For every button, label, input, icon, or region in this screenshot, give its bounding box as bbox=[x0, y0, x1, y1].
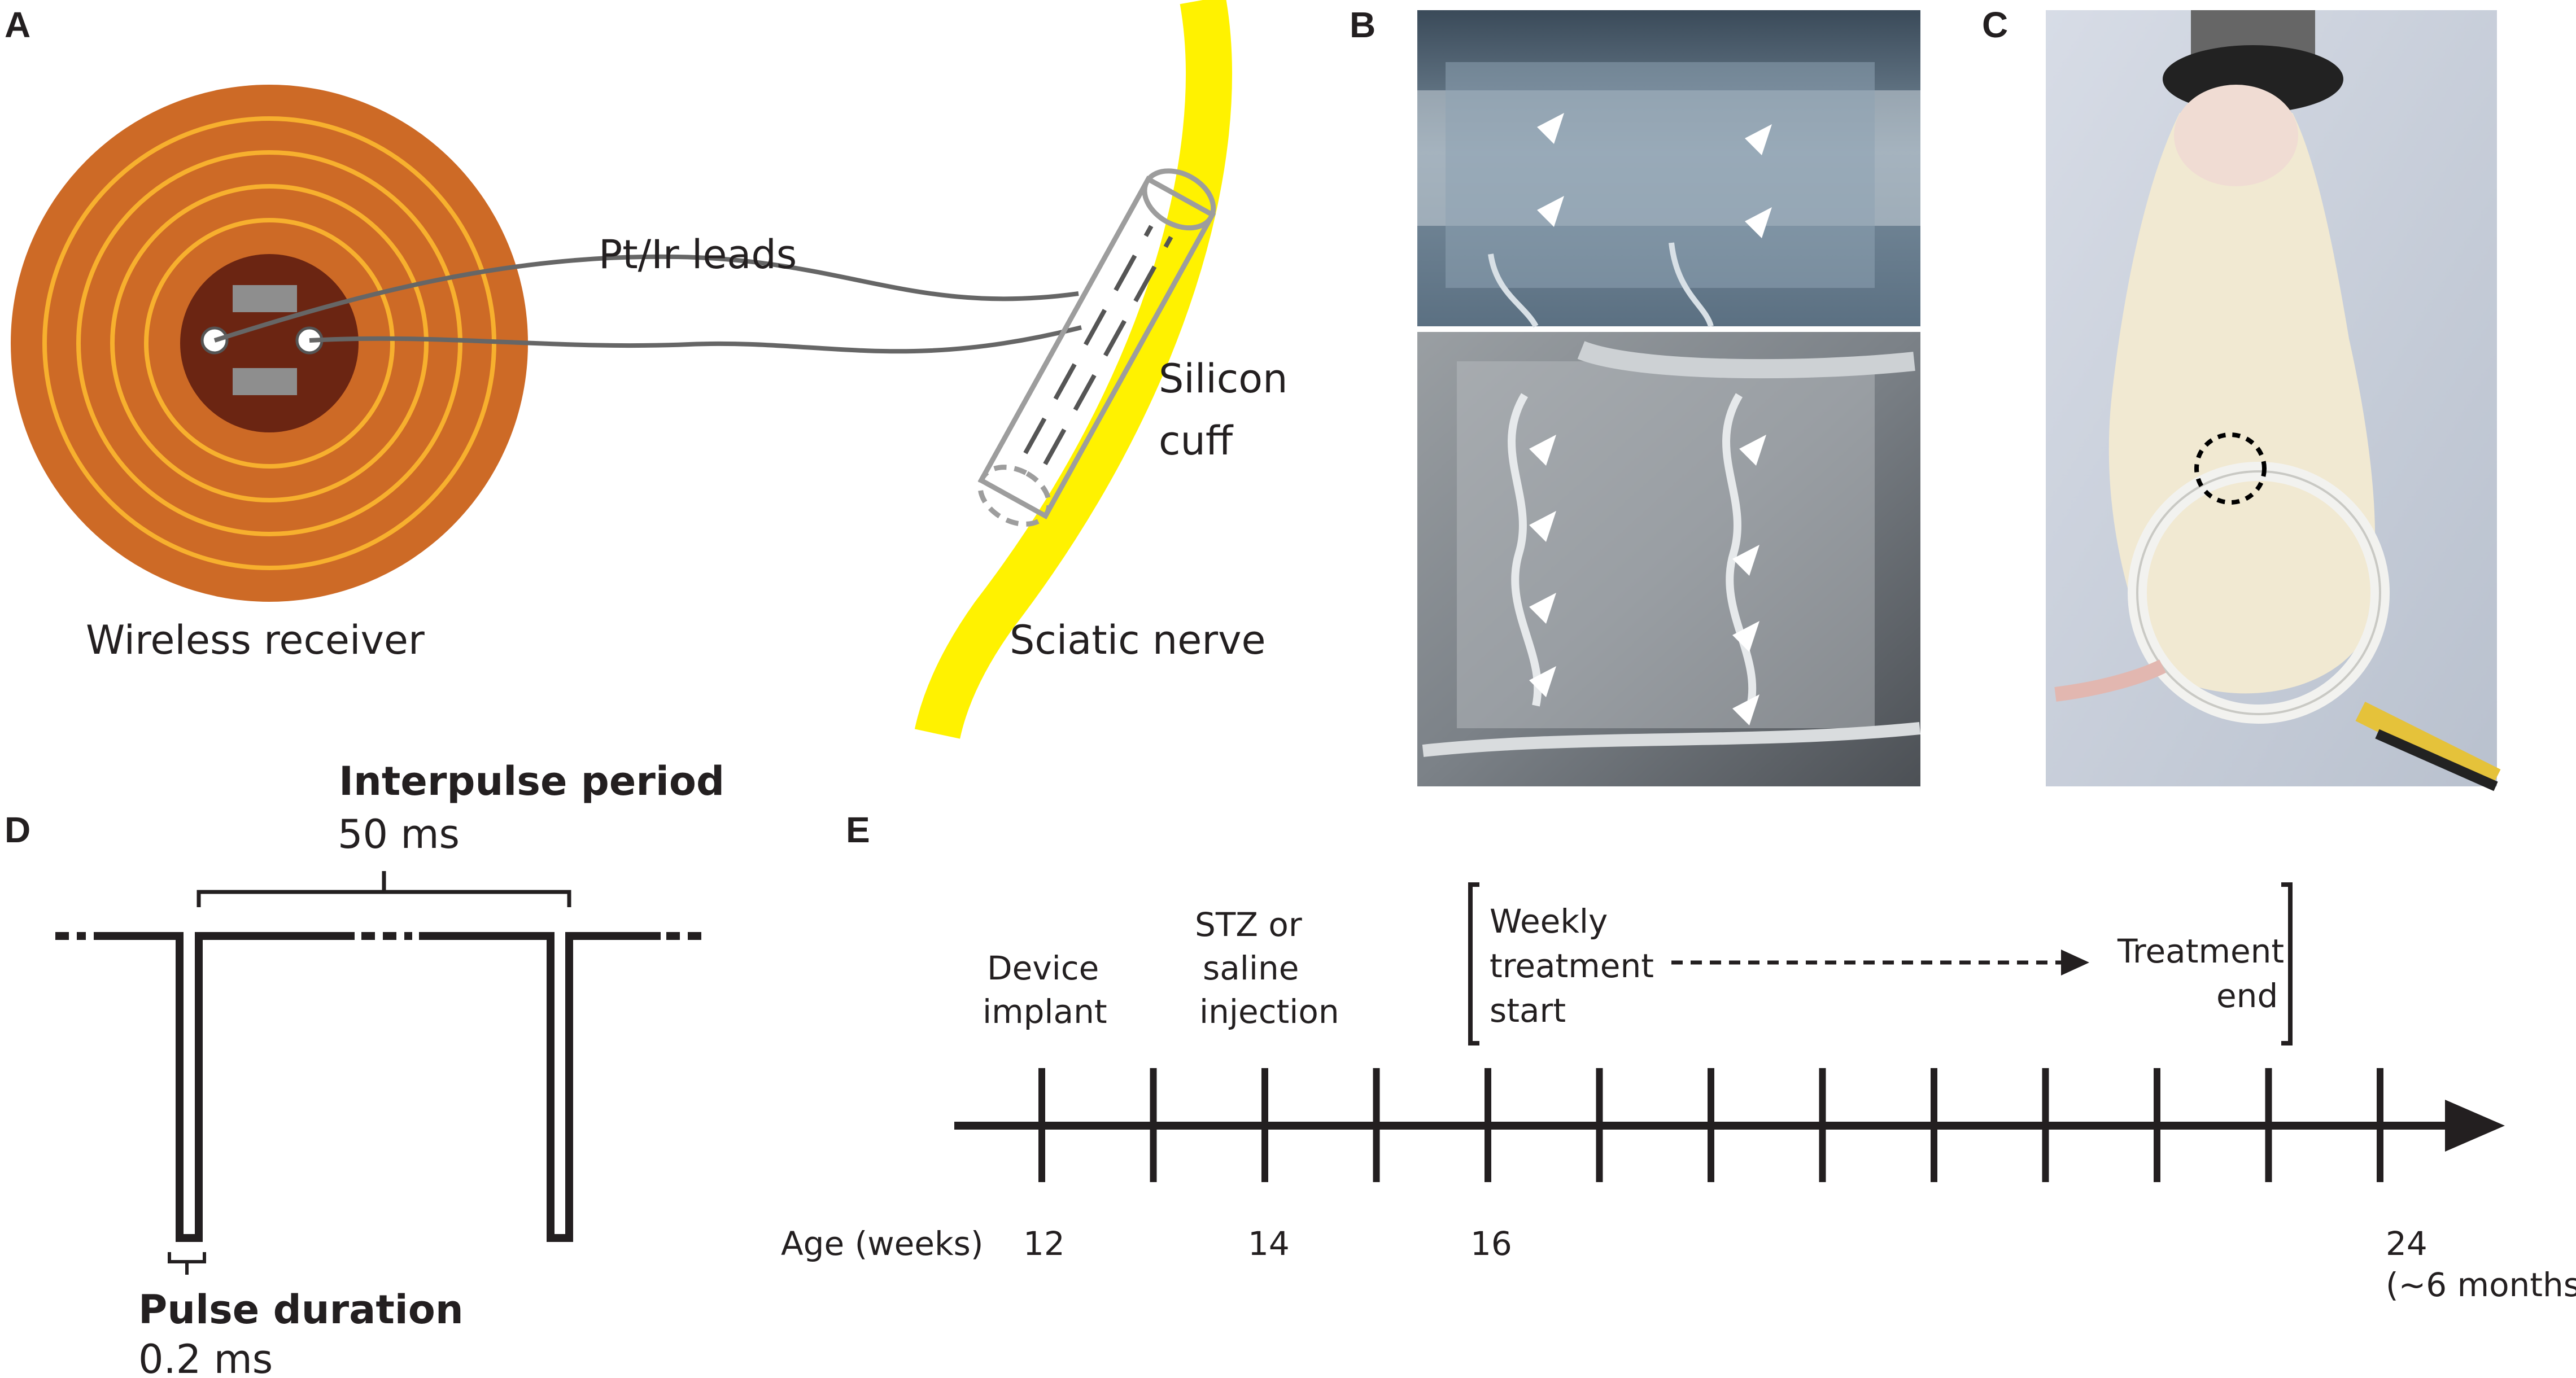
panel-c bbox=[2046, 10, 2501, 791]
treatment-end-bracket bbox=[2281, 882, 2293, 1045]
rat-body bbox=[2108, 113, 2376, 694]
cuff-label: Silicon bbox=[1159, 356, 1287, 402]
panel-d: Interpulse period 50 ms Pulse duration 0… bbox=[55, 758, 724, 1378]
panel-label-c: C bbox=[1982, 5, 2008, 45]
event-label: STZ or bbox=[1195, 905, 1302, 944]
tick-note: (~6 months) bbox=[2386, 1266, 2576, 1304]
tick-label: 12 bbox=[1023, 1224, 1065, 1263]
arrowhead-icon bbox=[1529, 435, 1766, 725]
interpulse-title: Interpulse period bbox=[339, 758, 724, 804]
contact-pad bbox=[233, 368, 297, 395]
cuff-label: cuff bbox=[1159, 418, 1234, 464]
event-label: Treatment bbox=[2117, 932, 2284, 970]
timeline-ticks bbox=[1038, 1068, 2383, 1182]
tick-label: 24 bbox=[2386, 1224, 2427, 1263]
axis-label: Age (weeks) bbox=[781, 1224, 983, 1263]
leads-label: Pt/Ir leads bbox=[599, 231, 797, 278]
event-label: saline bbox=[1203, 949, 1299, 987]
nerve-label: Sciatic nerve bbox=[1010, 617, 1266, 663]
sciatic-nerve bbox=[914, 0, 1232, 740]
arrow-head-icon bbox=[2061, 950, 2089, 975]
duration-bracket bbox=[168, 1252, 206, 1275]
receiver-label: Wireless receiver bbox=[86, 617, 425, 663]
wireless-receiver bbox=[11, 85, 528, 602]
silicon-cuff bbox=[977, 168, 1216, 527]
tick-label: 16 bbox=[1470, 1224, 1512, 1263]
event-label: implant bbox=[983, 992, 1107, 1031]
panel-b bbox=[1417, 10, 1921, 786]
tick-label: 14 bbox=[1248, 1224, 1290, 1263]
panel-e: Device implant STZ or saline injection W… bbox=[781, 882, 2576, 1304]
contact-pad bbox=[233, 285, 297, 312]
panel-label-d: D bbox=[5, 810, 30, 850]
pt-ir-lead bbox=[309, 325, 1082, 354]
panel-label-b: B bbox=[1350, 5, 1376, 45]
event-label: end bbox=[2216, 977, 2278, 1015]
event-label: injection bbox=[1199, 992, 1339, 1031]
treatment-start-bracket bbox=[1468, 882, 1479, 1045]
cuff-photo-open bbox=[1417, 332, 1921, 786]
pt-ir-lead bbox=[213, 254, 1079, 343]
event-label: Weekly bbox=[1490, 902, 1608, 940]
interpulse-value: 50 ms bbox=[338, 811, 460, 858]
target-circle-icon bbox=[2194, 432, 2267, 505]
panel-a: Pt/Ir leads Silicon cuff Wireless receiv… bbox=[11, 0, 1287, 740]
arrowhead-icon bbox=[1537, 113, 1772, 238]
event-label: treatment bbox=[1490, 947, 1654, 985]
timeline-arrow-icon bbox=[2445, 1100, 2505, 1152]
pulse-duration-value: 0.2 ms bbox=[138, 1336, 273, 1378]
period-bracket bbox=[197, 871, 571, 907]
pulse-duration-title: Pulse duration bbox=[138, 1287, 464, 1333]
panel-label-e: E bbox=[846, 810, 870, 850]
panel-label-a: A bbox=[5, 5, 30, 45]
pulse-train bbox=[55, 932, 706, 1242]
event-label: Device bbox=[987, 949, 1099, 987]
cuff-photo-closed bbox=[1417, 10, 1920, 328]
event-label: start bbox=[1490, 991, 1566, 1030]
